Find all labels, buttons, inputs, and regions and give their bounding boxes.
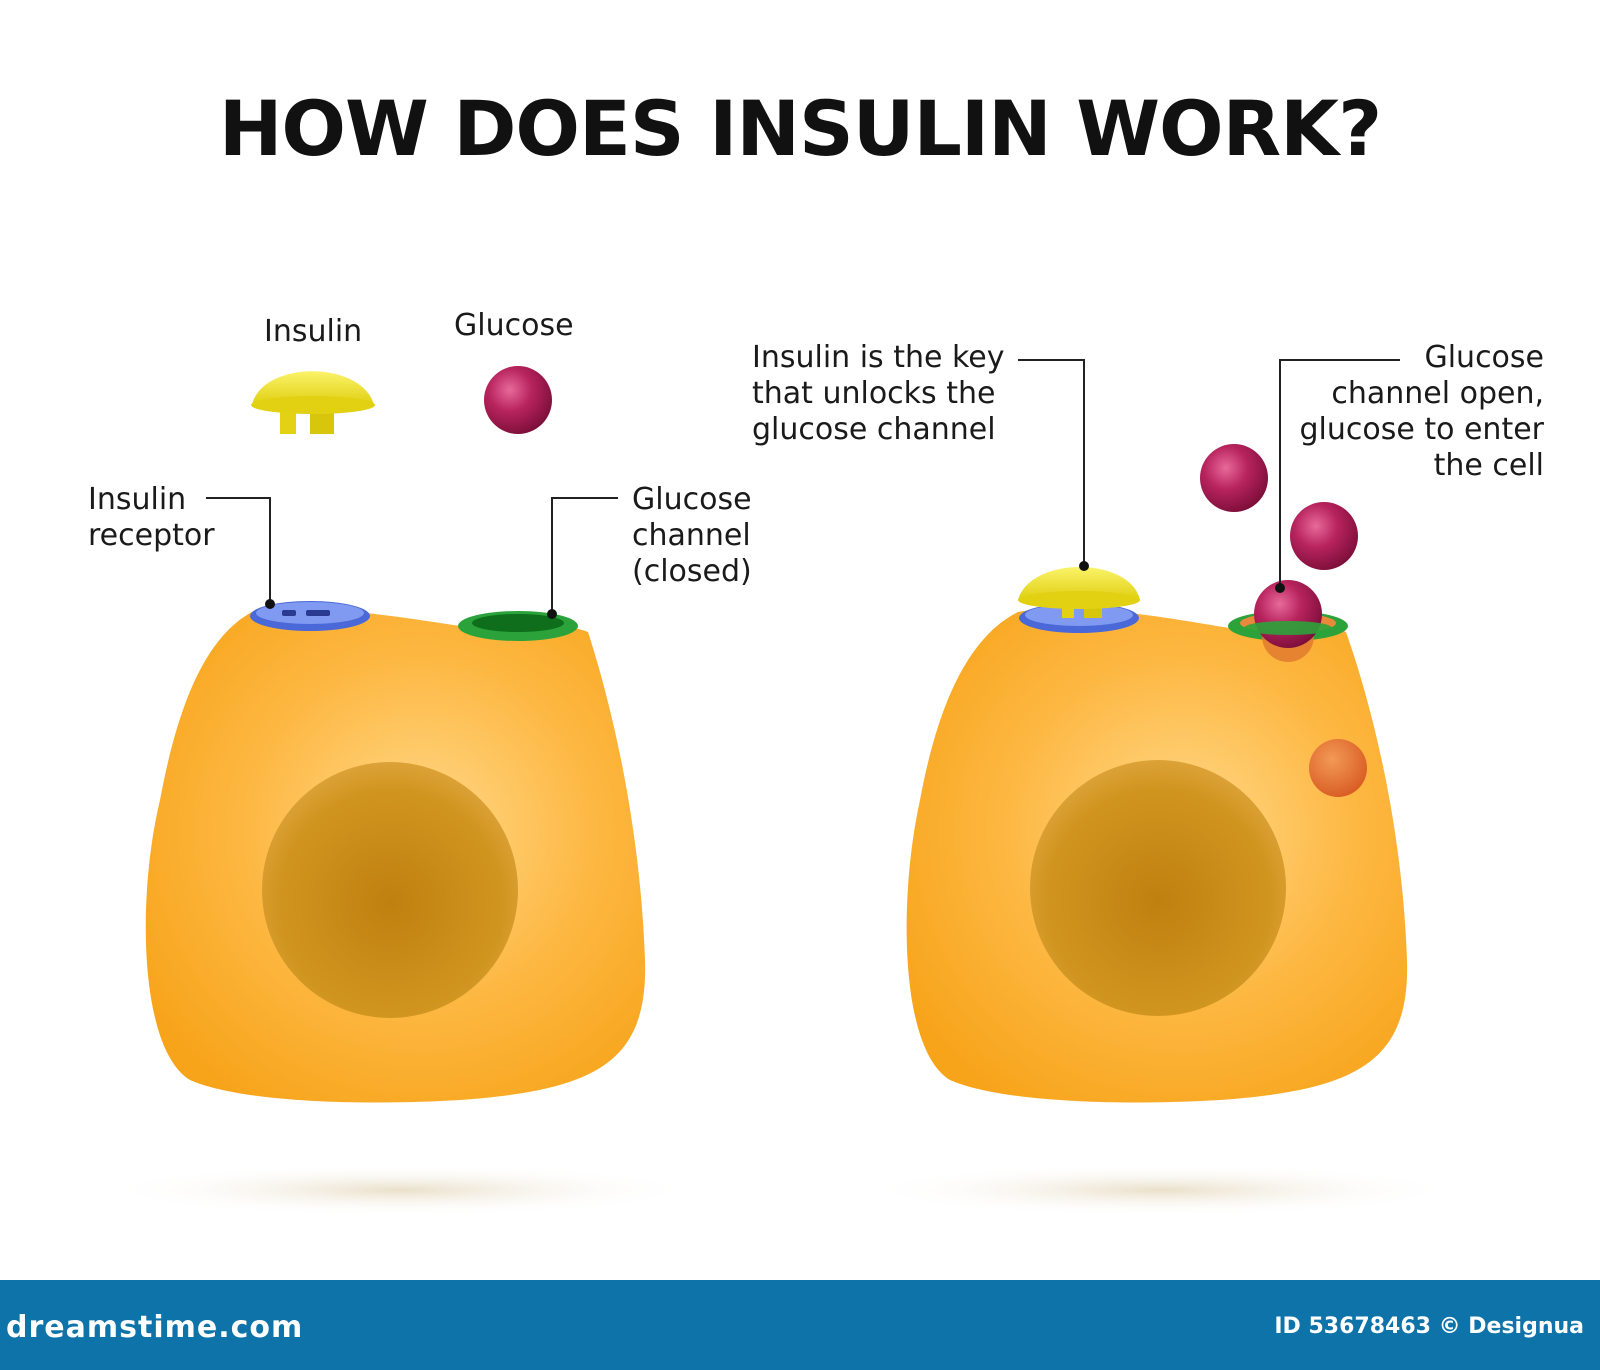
leader-dot — [1079, 561, 1089, 571]
legend-insulin-icon — [251, 371, 375, 434]
label-line: the cell — [1433, 448, 1544, 483]
label-line: receptor — [88, 518, 215, 553]
insulin-receptor-label: Insulin receptor — [88, 482, 215, 554]
label-line: Glucose — [454, 308, 574, 343]
label-line: Glucose — [632, 482, 752, 517]
diagram-title: HOW DOES INSULIN WORK? — [218, 84, 1382, 173]
left-cell — [145, 601, 646, 1103]
insulin-receptor — [1019, 603, 1139, 633]
leader-line-open — [1279, 359, 1400, 586]
footer-bar: dreamstime.com ID 53678463 © Designua — [0, 1280, 1600, 1370]
glucose-molecule — [1200, 444, 1268, 512]
glucose-channel-closed — [458, 611, 578, 641]
label-line: glucose to enter — [1299, 412, 1544, 447]
label-line: channel open, — [1331, 376, 1544, 411]
leader-line-channel — [551, 497, 618, 612]
glucose-molecule — [1290, 502, 1358, 570]
insulin-receptor — [250, 601, 370, 631]
leader-line-receptor — [206, 497, 271, 602]
nucleus — [262, 762, 518, 1018]
label-line: Insulin — [264, 314, 363, 349]
legend-glucose-icon — [484, 366, 552, 434]
footer-credit: ID 53678463 © Designua — [1274, 1314, 1584, 1339]
label-line: that unlocks the — [752, 376, 996, 411]
glucose-channel-open-label: Glucose channel open, glucose to enter t… — [1299, 340, 1544, 484]
leader-dot — [265, 599, 275, 609]
label-line: channel — [632, 518, 751, 553]
label-line: (closed) — [632, 554, 752, 589]
legend-insulin-label: Insulin — [264, 314, 362, 350]
cell-shadow-left — [100, 1164, 700, 1216]
insulin-key-label: Insulin is the key that unlocks the gluc… — [752, 340, 1005, 448]
cell-shadow-right — [860, 1164, 1460, 1216]
label-line: glucose channel — [752, 412, 996, 447]
leader-line-key — [1018, 359, 1085, 564]
leader-dot — [1275, 583, 1285, 593]
glucose-inside-cell — [1309, 739, 1367, 797]
glucose-channel-open — [1228, 580, 1348, 662]
docked-insulin — [1018, 567, 1140, 618]
label-line: Insulin — [88, 482, 187, 517]
label-line: Insulin is the key — [752, 340, 1005, 375]
nucleus — [1030, 760, 1286, 1016]
diagram-artwork — [100, 359, 1460, 1216]
leader-dot — [547, 609, 557, 619]
right-cell — [906, 567, 1408, 1103]
legend-glucose-label: Glucose — [454, 308, 574, 344]
label-line: Glucose — [1424, 340, 1544, 375]
glucose-entering — [1254, 580, 1322, 648]
glucose-channel-closed-label: Glucose channel (closed) — [632, 482, 752, 590]
footer-brand[interactable]: dreamstime.com — [6, 1310, 304, 1345]
